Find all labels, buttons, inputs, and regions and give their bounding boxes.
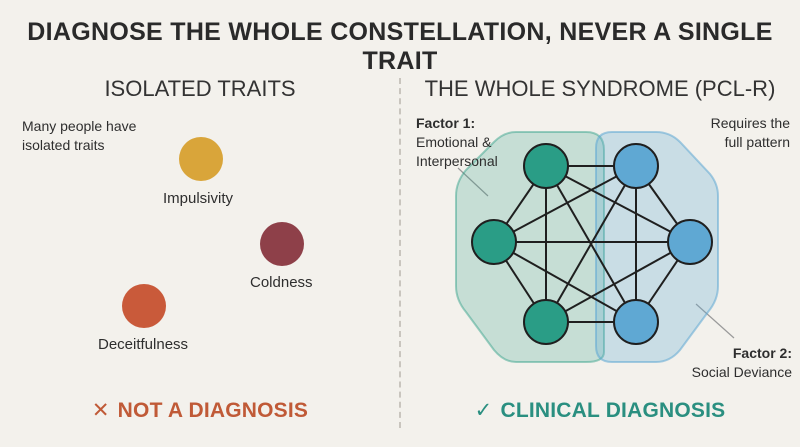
impulsivity-label: Impulsivity xyxy=(163,190,234,207)
isolated-traits-note: Many people have isolated traits xyxy=(22,118,137,153)
factor1-description: Emotional & Interpersonal xyxy=(416,134,498,169)
network-nodes xyxy=(471,143,713,345)
factor2-node-top xyxy=(613,143,659,189)
right-panel-heading: THE WHOLE SYNDROME (PCL-R) xyxy=(424,76,776,101)
deceitfulness-dot xyxy=(122,284,166,328)
deceitfulness-label: Deceitfulness xyxy=(98,336,189,353)
factor1-title: Factor 1: xyxy=(416,115,476,131)
factor2-label: Factor 2: Social Deviance xyxy=(680,344,792,382)
factor1-region xyxy=(455,131,605,363)
clinical-diagnosis-verdict: ✓ CLINICAL DIAGNOSIS xyxy=(400,398,800,423)
factor1-leader-line xyxy=(457,167,489,197)
panel-divider xyxy=(399,78,401,428)
factor1-label: Factor 1: Emotional & Interpersonal xyxy=(416,114,536,171)
coldness-label: Coldness xyxy=(250,274,313,291)
syndrome-network-diagram xyxy=(455,131,735,363)
coldness-dot xyxy=(260,222,304,266)
left-panel-heading: ISOLATED TRAITS xyxy=(104,76,296,101)
not-a-diagnosis-text: NOT A DIAGNOSIS xyxy=(117,399,309,422)
factor1-node-top xyxy=(523,143,569,189)
network-edge-9 xyxy=(545,165,637,323)
full-pattern-note: Requires the full pattern xyxy=(710,115,790,150)
factor2-node-bottom xyxy=(613,299,659,345)
factor1-node-middle xyxy=(471,219,517,265)
impulsivity-dot xyxy=(179,137,223,181)
network-edge-8 xyxy=(493,241,637,323)
check-icon: ✓ xyxy=(474,399,493,422)
page-title: DIAGNOSE THE WHOLE CONSTELLATION, NEVER … xyxy=(27,18,773,75)
factor2-leader-line xyxy=(695,303,735,339)
network-edge-10 xyxy=(545,241,691,323)
factor2-title: Factor 2: xyxy=(732,345,792,361)
network-edge-6 xyxy=(493,165,637,243)
factor1-node-bottom xyxy=(523,299,569,345)
clinical-diagnosis-text: CLINICAL DIAGNOSIS xyxy=(500,399,726,422)
factor2-description: Social Deviance xyxy=(691,364,792,380)
factor2-node-middle xyxy=(667,219,713,265)
network-edge-3 xyxy=(545,165,691,243)
not-a-diagnosis-verdict: ✕ NOT A DIAGNOSIS xyxy=(0,398,400,423)
cross-icon: ✕ xyxy=(91,399,110,422)
